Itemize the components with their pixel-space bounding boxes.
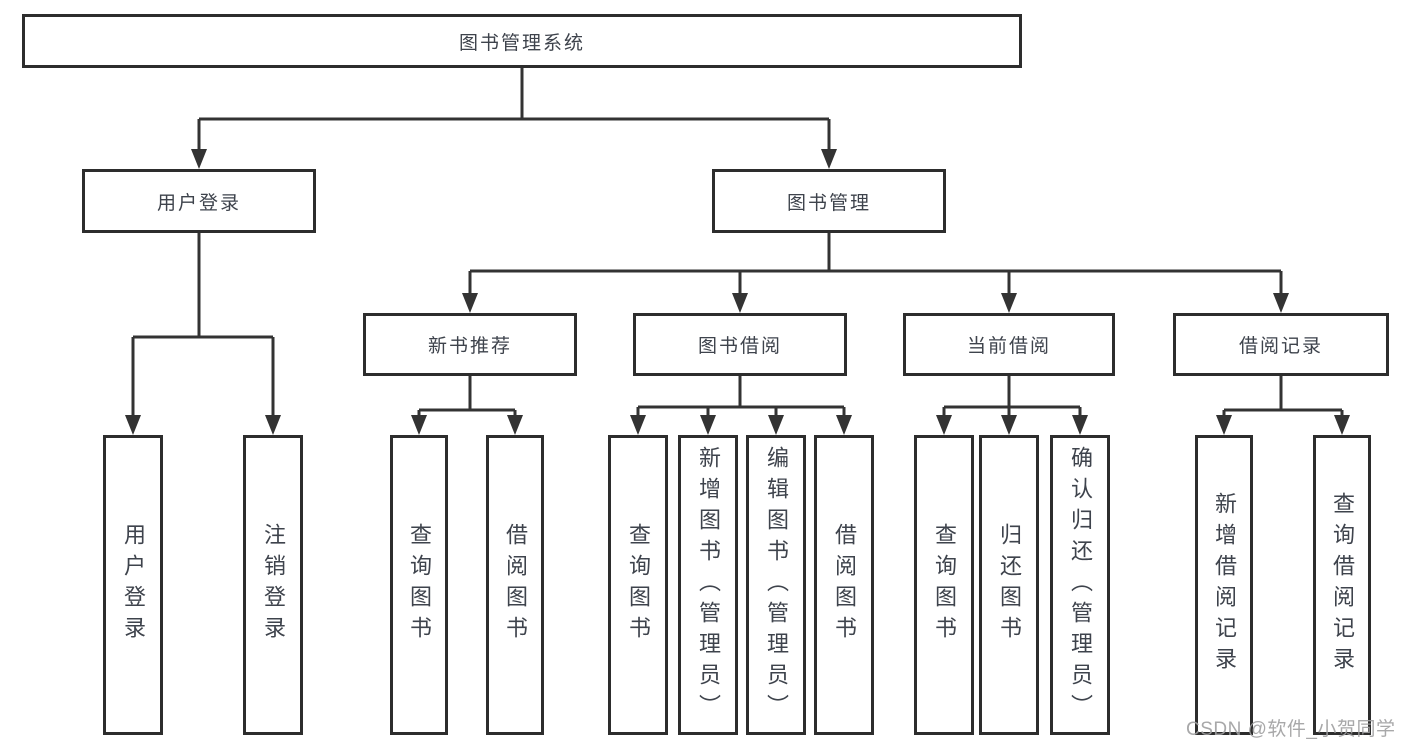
leaf-query-books-recommend: 查询图书 xyxy=(390,435,448,735)
leaf-query-books-current: 查询图书 xyxy=(914,435,974,735)
leaf-borrow-books-recommend: 借阅图书 xyxy=(486,435,544,735)
node-label: 当前借阅 xyxy=(966,336,1051,357)
node-label: 新书推荐 xyxy=(427,336,512,357)
node-label: 归还图书 xyxy=(997,523,1022,647)
node-label: 查询借阅记录 xyxy=(1330,492,1355,678)
node-label: 图书管理 xyxy=(786,192,871,214)
node-label: 新增借阅记录 xyxy=(1212,492,1237,678)
leaf-query-borrow-record: 查询借阅记录 xyxy=(1313,435,1371,735)
leaf-add-books-admin: 新增图书（管理员） xyxy=(678,435,738,735)
node-book-management: 图书管理 xyxy=(712,169,946,233)
node-label: 图书管理系统 xyxy=(458,32,585,54)
node-label: 借阅记录 xyxy=(1238,336,1323,357)
leaf-confirm-return-admin: 确认归还（管理员） xyxy=(1050,435,1110,735)
node-label: 确认归还（管理员） xyxy=(1068,445,1093,725)
node-label: 查询图书 xyxy=(932,523,957,647)
node-current-borrow: 当前借阅 xyxy=(903,313,1115,376)
leaf-add-borrow-record: 新增借阅记录 xyxy=(1195,435,1253,735)
node-label: 注销登录 xyxy=(261,523,286,647)
node-label: 用户登录 xyxy=(156,192,241,214)
leaf-user-login: 用户登录 xyxy=(103,435,163,735)
watermark: CSDN @软件_小贺同学 xyxy=(1186,719,1396,740)
node-new-book-recommend: 新书推荐 xyxy=(363,313,577,376)
node-label: 查询图书 xyxy=(407,523,432,647)
node-label: 新增图书（管理员） xyxy=(696,445,721,725)
node-label: 编辑图书（管理员） xyxy=(764,445,789,725)
leaf-return-books: 归还图书 xyxy=(979,435,1039,735)
node-label: 图书借阅 xyxy=(697,336,782,357)
node-label: 借阅图书 xyxy=(503,523,528,647)
leaf-borrow-books: 借阅图书 xyxy=(814,435,874,735)
node-user-login: 用户登录 xyxy=(82,169,316,233)
node-book-borrow: 图书借阅 xyxy=(633,313,847,376)
node-label: 查询图书 xyxy=(626,523,651,647)
node-label: 借阅图书 xyxy=(832,523,857,647)
node-borrow-records: 借阅记录 xyxy=(1173,313,1389,376)
leaf-logout: 注销登录 xyxy=(243,435,303,735)
leaf-query-books-borrow: 查询图书 xyxy=(608,435,668,735)
leaf-edit-books-admin: 编辑图书（管理员） xyxy=(746,435,806,735)
node-label: 用户登录 xyxy=(121,523,146,647)
node-root: 图书管理系统 xyxy=(22,14,1022,68)
arrowhead-icons xyxy=(125,149,1350,435)
